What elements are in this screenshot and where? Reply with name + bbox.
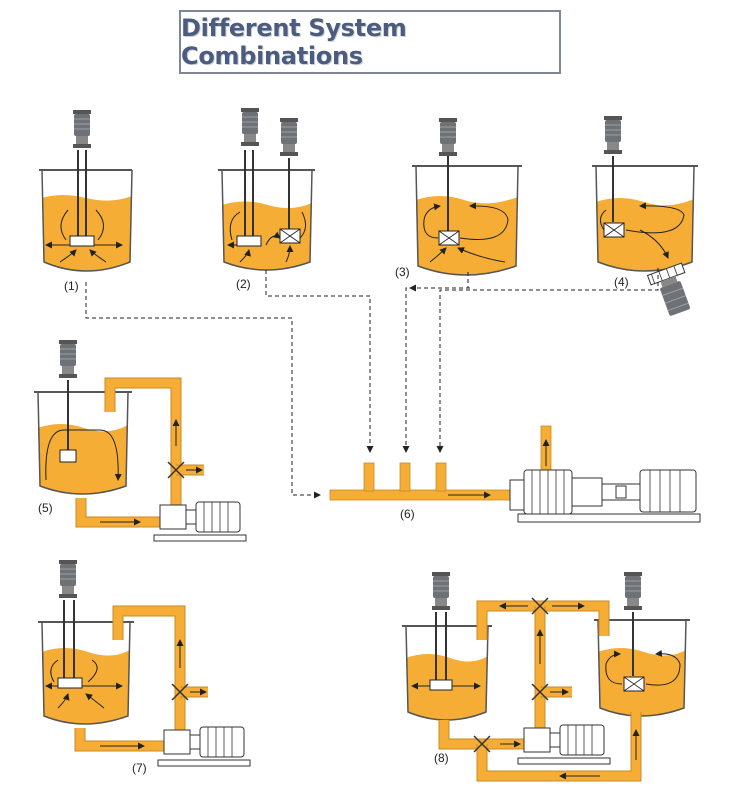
- tank-1: [39, 109, 133, 272]
- system-8: [402, 571, 690, 782]
- manifold-6: [329, 425, 701, 523]
- motor-icon: [438, 117, 458, 157]
- motor-icon: [58, 559, 78, 599]
- dashed-connections: [85, 268, 659, 499]
- label-1: (1): [64, 279, 79, 293]
- label-3: (3): [395, 265, 410, 279]
- system-5: [34, 339, 247, 542]
- title-box: Different System Combinations: [179, 10, 561, 74]
- motor-icon: [72, 109, 92, 149]
- label-7: (7): [132, 761, 147, 775]
- motor-icon: [603, 115, 623, 155]
- tank-3: [412, 117, 522, 276]
- motor-icon: [240, 107, 260, 147]
- label-4: (4): [614, 275, 629, 289]
- label-5: (5): [38, 501, 53, 515]
- label-6: (6): [400, 507, 415, 521]
- tank-2: [218, 107, 315, 271]
- motor-icon: [623, 571, 643, 611]
- system-7: [38, 559, 251, 767]
- pump-icon: [153, 501, 247, 542]
- pump-icon: [517, 724, 611, 765]
- pump-icon: [157, 726, 251, 767]
- diagram-title: Different System Combinations: [181, 14, 407, 70]
- motor-icon: [431, 571, 451, 611]
- motor-icon: [58, 339, 78, 379]
- label-8: (8): [434, 751, 449, 765]
- motor-icon-secondary: [279, 117, 299, 157]
- label-2: (2): [236, 277, 251, 291]
- tank-4: [592, 115, 698, 316]
